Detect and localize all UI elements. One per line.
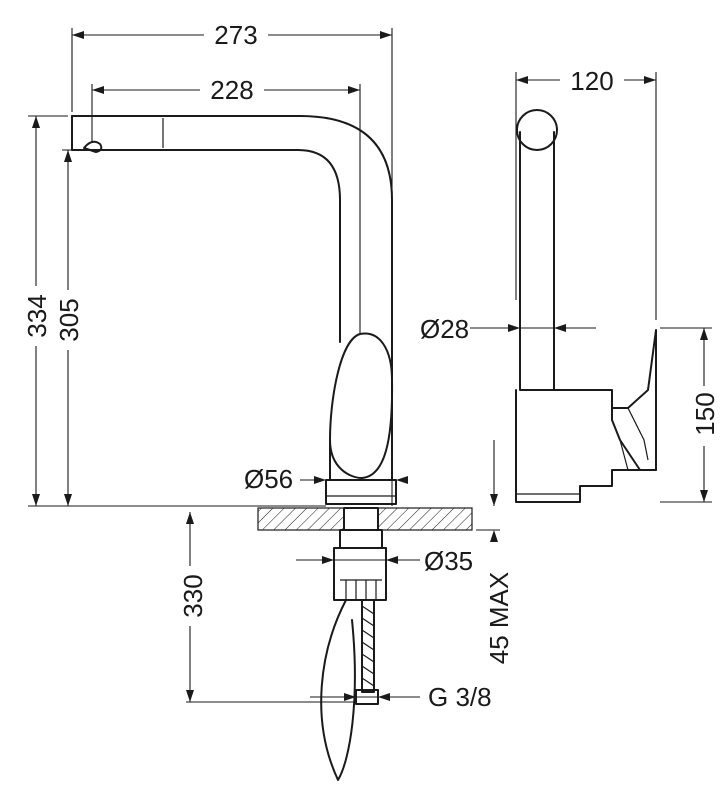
- dimension-lines: [28, 28, 712, 703]
- side-base: [515, 389, 657, 503]
- label-overall-width: 273: [214, 20, 257, 50]
- mounting-nut: [333, 547, 387, 601]
- side-lever-face: [619, 407, 649, 471]
- label-overall-height: 334: [22, 294, 52, 337]
- front-view: [71, 115, 473, 781]
- side-spout-tip: [516, 109, 558, 151]
- label-spout-reach: 228: [210, 75, 253, 105]
- label-thread-size: G 3/8: [428, 682, 492, 712]
- label-spout-height: 305: [54, 298, 84, 341]
- label-side-depth: 120: [570, 66, 613, 96]
- hose-braid: [361, 605, 375, 687]
- label-max-deck-thickness: 45 MAX: [484, 572, 514, 665]
- nut-threads: [340, 579, 382, 600]
- countertop-right: [377, 507, 473, 531]
- side-lever: [611, 329, 657, 471]
- braided-hose: [361, 599, 375, 693]
- side-lever-inner: [553, 389, 613, 409]
- side-body: [519, 131, 555, 391]
- pull-out-hose-loop: [320, 599, 356, 781]
- aerator-icon: [83, 140, 103, 153]
- spout-outline: [71, 115, 393, 481]
- label-lever-height: 150: [690, 392, 720, 435]
- base-flange: [325, 479, 397, 505]
- shank-through-hole: [343, 507, 379, 531]
- faucet-body: [329, 332, 394, 479]
- side-view: [515, 109, 657, 503]
- label-body-diameter: Ø28: [420, 314, 469, 344]
- countertop-left: [257, 507, 345, 531]
- label-hose-length: 330: [178, 574, 208, 617]
- label-shank-diameter: Ø35: [424, 546, 473, 576]
- label-base-diameter: Ø56: [244, 464, 293, 494]
- mounting-shank: [339, 529, 383, 549]
